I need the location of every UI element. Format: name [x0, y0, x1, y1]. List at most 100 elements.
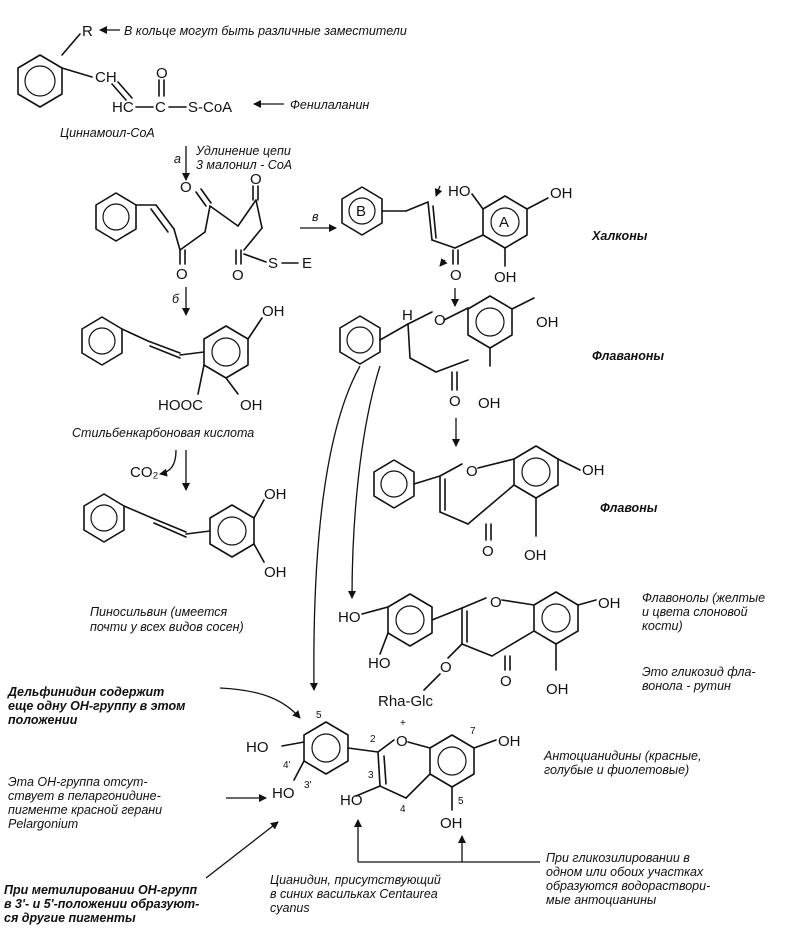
cinnamoyl-coa-label: Циннамоил-CoA [60, 126, 155, 140]
co2-arrow [159, 449, 177, 477]
step-v: в [312, 210, 319, 224]
pelargonidin-note-4: Pelargonium [8, 817, 78, 831]
co2: CO₂ [130, 464, 159, 481]
flavonol-glyco-o: O [440, 659, 452, 676]
pos-2: 2 [370, 734, 376, 745]
delphinidin-note-2: еще одну ОН-группу в этом [8, 699, 185, 713]
pelargonidin-note-2: ствует в пеларгонидине- [8, 789, 161, 803]
flavones-label: Флавоны [600, 501, 658, 515]
ring-b-label: B [356, 203, 366, 220]
flavone-oh-5: OH [524, 547, 547, 564]
glycosylation-note-4: мые антоцианины [546, 893, 656, 907]
chalcone-ho-2: HO [448, 183, 471, 200]
flavanone-h: H [402, 307, 413, 324]
glycosylation-note-1: При гликозилировании в [546, 851, 690, 865]
glycosylation-note-3: образуются водораствори- [546, 879, 710, 893]
pos-4p: 4' [283, 760, 291, 771]
chalcone-carbonyl-o: O [450, 267, 462, 284]
stilbene-acid-oh-top: OH [262, 303, 285, 320]
ring-a-label: A [499, 214, 509, 231]
stilbene-acid-label: Стильбенкарбоновая кислота [72, 426, 254, 440]
pinosylvin-label-1: Пиносильвин (имеется [90, 605, 227, 619]
oxonium-plus: + [400, 718, 406, 729]
pinosylvin-oh-bottom: OH [264, 564, 287, 581]
methylation-note-3: ся другие пигменты [4, 911, 136, 925]
flavanone-structure: H O O OH OH [339, 295, 559, 412]
glycosylation-note-2: одном или обоих участках [546, 865, 704, 879]
cinnamoyl-coa-structure: R В кольце могут быть различные заместит… [17, 23, 407, 140]
pos-3p: 3' [304, 780, 312, 791]
chain-elongation-1: Удлинение цепи [195, 144, 291, 158]
c-atom: C [155, 99, 166, 116]
keto-o-1: O [176, 266, 188, 283]
cyanidin-label-3: cyanus [270, 901, 310, 915]
flavanone-carbonyl-o: O [449, 393, 461, 410]
chalcone-structure: B O A HO OH OH Халконы [341, 183, 648, 286]
r-note: В кольце могут быть различные заместител… [124, 24, 407, 38]
methylation-note-1: При метилировании ОН-групп [4, 883, 197, 897]
antho-oh-7: OH [498, 733, 521, 750]
stilbene-acid-oh-bottom: OH [240, 397, 263, 414]
flavonol-structure: HO HO O O Rha-Glc O OH OH [338, 591, 621, 710]
antho-oh-5: OH [440, 815, 463, 832]
flavanone-ring-o: O [434, 312, 446, 329]
delphinidin-arrow [219, 687, 301, 719]
anthocyanidins-label-1: Антоцианидины (красные, [543, 749, 701, 763]
thioester-s: S [268, 255, 278, 272]
chalcone-oh-4: OH [550, 185, 573, 202]
pos-5: 5 [458, 796, 464, 807]
rutin-label-2: вонола - рутин [642, 679, 731, 693]
pelargonidin-note-3: пигменте красной герани [8, 803, 162, 817]
chain-elongation-2: 3 малонил - CoA [196, 158, 292, 172]
pos-3: 3 [368, 770, 374, 781]
arrow-to-anthocyanidin [309, 365, 361, 691]
phenylalanine-label: Фенилаланин [290, 98, 369, 112]
delphinidin-note-1: Дельфинидин содержит [7, 685, 164, 699]
enzyme-e: E [302, 255, 312, 272]
pos-7: 7 [470, 726, 476, 737]
flavonols-label-3: кости) [642, 619, 683, 633]
antho-ho-3p: HO [272, 785, 295, 802]
flavonol-ho-3p: HO [368, 655, 391, 672]
keto-o-4: O [232, 267, 244, 284]
flavone-ring-o: O [466, 463, 478, 480]
ch-atom: CH [95, 69, 117, 86]
anthocyanidins-label-2: голубые и фиолетовые) [544, 763, 689, 777]
keto-o-2: O [180, 179, 192, 196]
polyketide-structure: O O O O S E [95, 171, 312, 284]
flavonol-oh-5: OH [546, 681, 569, 698]
stilbene-carboxylic-acid-structure: OH HOOC OH [81, 303, 285, 414]
antho-ring-o: O [396, 733, 408, 750]
step-a: а [174, 152, 181, 166]
rha-glc: Rha-Glc [378, 693, 434, 710]
step-b: б [172, 292, 180, 306]
arrow-to-flavonol [348, 365, 381, 599]
antho-ho-4p: HO [246, 739, 269, 756]
methylation-arrow [205, 821, 279, 879]
pos-4: 4 [400, 804, 406, 815]
flavonol-ring-o: O [490, 594, 502, 611]
flavonols-label-1: Флавонолы (желтые [642, 591, 765, 605]
chalcone-oh-6: OH [494, 269, 517, 286]
rutin-label-1: Это гликозид фла- [642, 665, 756, 679]
methylation-note-2: в 3'- и 5'-положении образуют- [4, 897, 199, 911]
anthocyanidin-structure: 5 HO 4' HO 3' 2 O + 3 HO 4 7 OH 5 OH [246, 710, 521, 832]
flavanone-oh-5: OH [478, 395, 501, 412]
pos-5p: 5 [316, 710, 322, 721]
flavanone-oh-7: OH [536, 314, 559, 331]
flavone-structure: O O OH OH [373, 445, 605, 564]
flavanones-label: Флаваноны [592, 349, 664, 363]
antho-oh-3: HO [340, 792, 363, 809]
hc-atom: HC [112, 99, 134, 116]
pinosylvin-oh-top: OH [264, 486, 287, 503]
flavone-carbonyl-o: O [482, 543, 494, 560]
flavonols-label-2: и цвета слоновой [642, 605, 748, 619]
cyanidin-label-1: Цианидин, присутствующий [270, 873, 441, 887]
flavonol-carbonyl-o: O [500, 673, 512, 690]
s-coa: S-CoA [188, 99, 232, 116]
keto-o-3: O [250, 171, 262, 188]
stilbene-acid-hooc: HOOC [158, 397, 203, 414]
carbonyl-o: O [156, 65, 168, 82]
pelargonidin-note-1: Эта ОН-группа отсут- [8, 775, 148, 789]
